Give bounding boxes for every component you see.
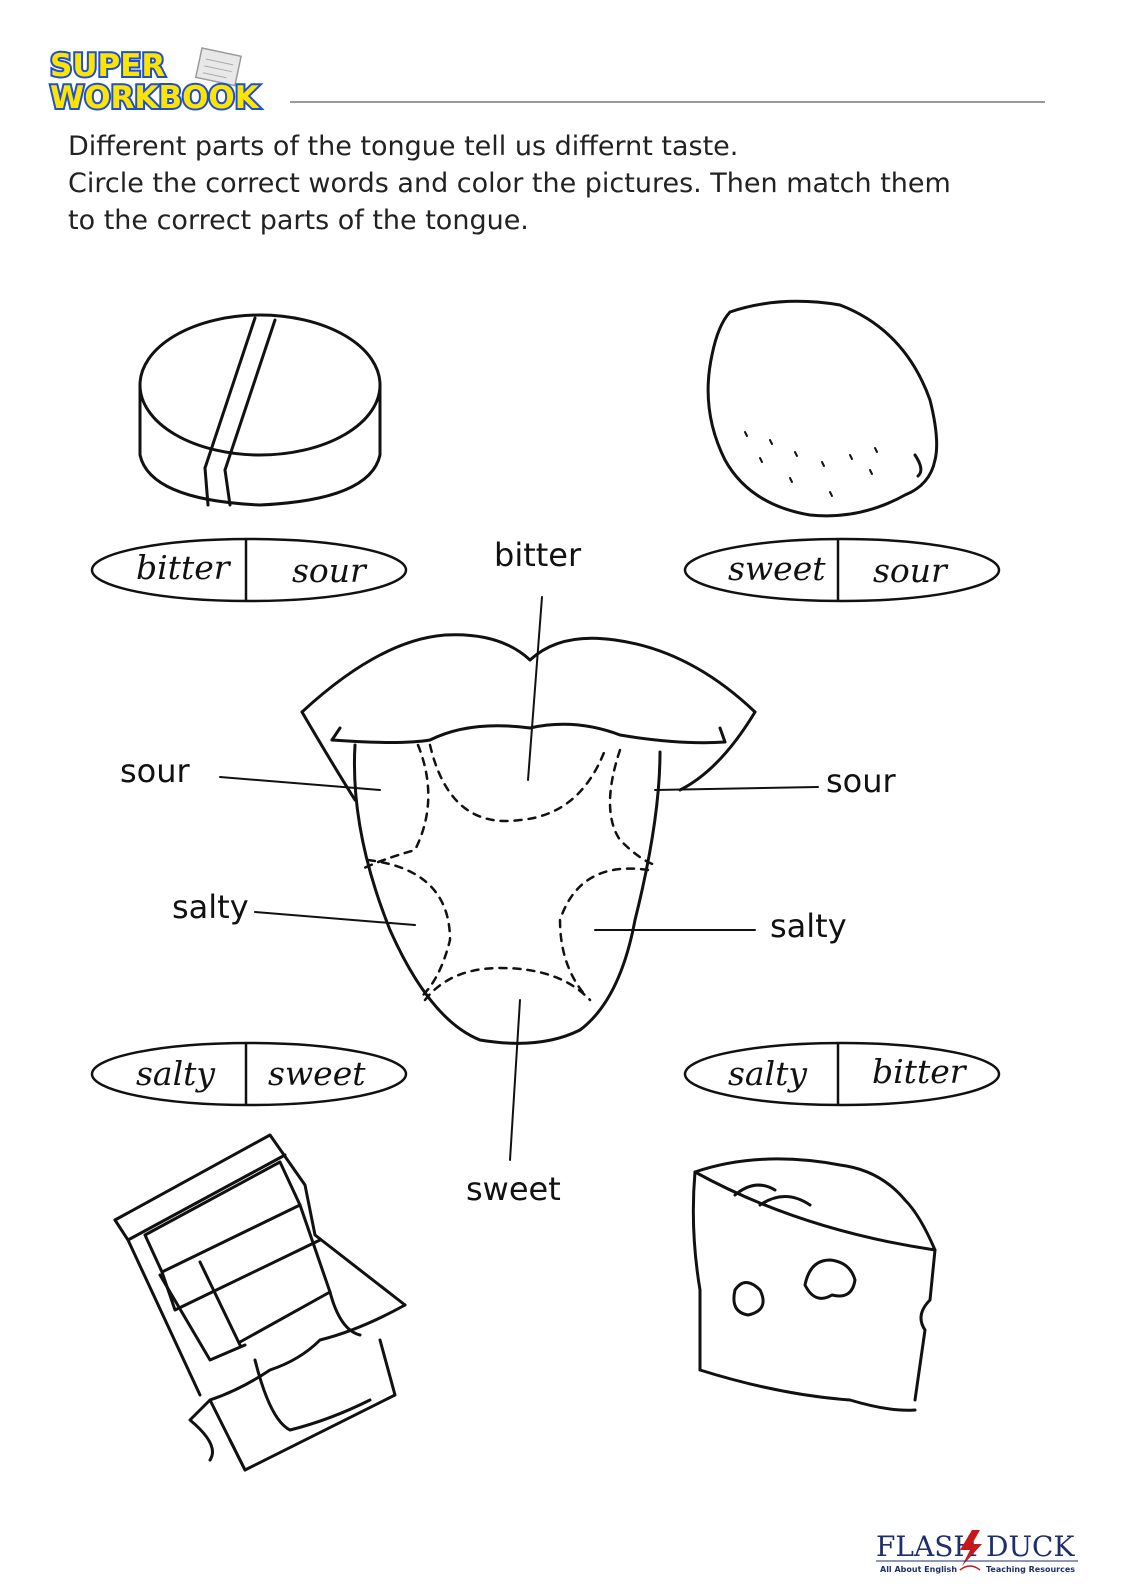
instruction-line-2: Circle the correct words and color the p… (68, 168, 951, 199)
choice-oval-lemon (683, 537, 1001, 603)
choice-oval-pill (90, 537, 408, 603)
connector-lines (219, 596, 819, 1161)
instruction-line-3: to the correct parts of the tongue. (68, 205, 529, 236)
pill-picture[interactable] (138, 313, 382, 507)
tongue-label-left-upper: sour (120, 752, 190, 790)
header-rule (290, 101, 1045, 103)
chocolate-choice-sweet[interactable]: sweet (268, 1054, 366, 1093)
pill-choice-sour[interactable]: sour (292, 551, 366, 590)
tongue-label-left-lower: salty (172, 888, 249, 926)
instruction-line-1: Different parts of the tongue tell us di… (68, 131, 739, 162)
logo-line1: SUPER (50, 48, 165, 84)
super-workbook-logo: SUPER WORKBOOK (48, 46, 262, 114)
footer-tag-right: Teaching Resources (986, 1565, 1075, 1574)
chocolate-choice-salty[interactable]: salty (136, 1054, 216, 1093)
choice-oval-chocolate (90, 1041, 408, 1107)
chocolate-picture[interactable] (113, 1133, 407, 1472)
cheese-choice-bitter[interactable]: bitter (872, 1052, 966, 1091)
tongue-label-bottom: sweet (466, 1170, 561, 1208)
lemon-choice-sour[interactable]: sour (873, 551, 947, 590)
flash-duck-logo: FLASH DUCK All About English Teaching Re… (876, 1530, 1078, 1574)
pill-choice-bitter[interactable]: bitter (136, 548, 230, 587)
tongue-label-top: bitter (494, 536, 582, 574)
logo-line2: WORKBOOK (50, 80, 260, 114)
lightning-icon (960, 1530, 982, 1566)
lemon-picture[interactable] (706, 299, 939, 518)
tongue-picture[interactable] (300, 633, 757, 1045)
tongue-label-right-upper: sour (826, 762, 896, 800)
cheese-picture[interactable] (691, 1157, 937, 1412)
tongue-label-right-lower: salty (770, 907, 847, 945)
book-icon (959, 1565, 981, 1571)
footer-brand-left: FLASH (876, 1530, 978, 1563)
choice-oval-cheese (683, 1041, 1001, 1107)
lemon-choice-sweet[interactable]: sweet (728, 549, 826, 588)
notepad-icon (194, 47, 243, 87)
cheese-choice-salty[interactable]: salty (728, 1054, 808, 1093)
footer-brand-right: DUCK (986, 1530, 1075, 1563)
footer-tag-left: All About English (880, 1565, 957, 1574)
instructions: Different parts of the tongue tell us di… (68, 128, 1068, 239)
